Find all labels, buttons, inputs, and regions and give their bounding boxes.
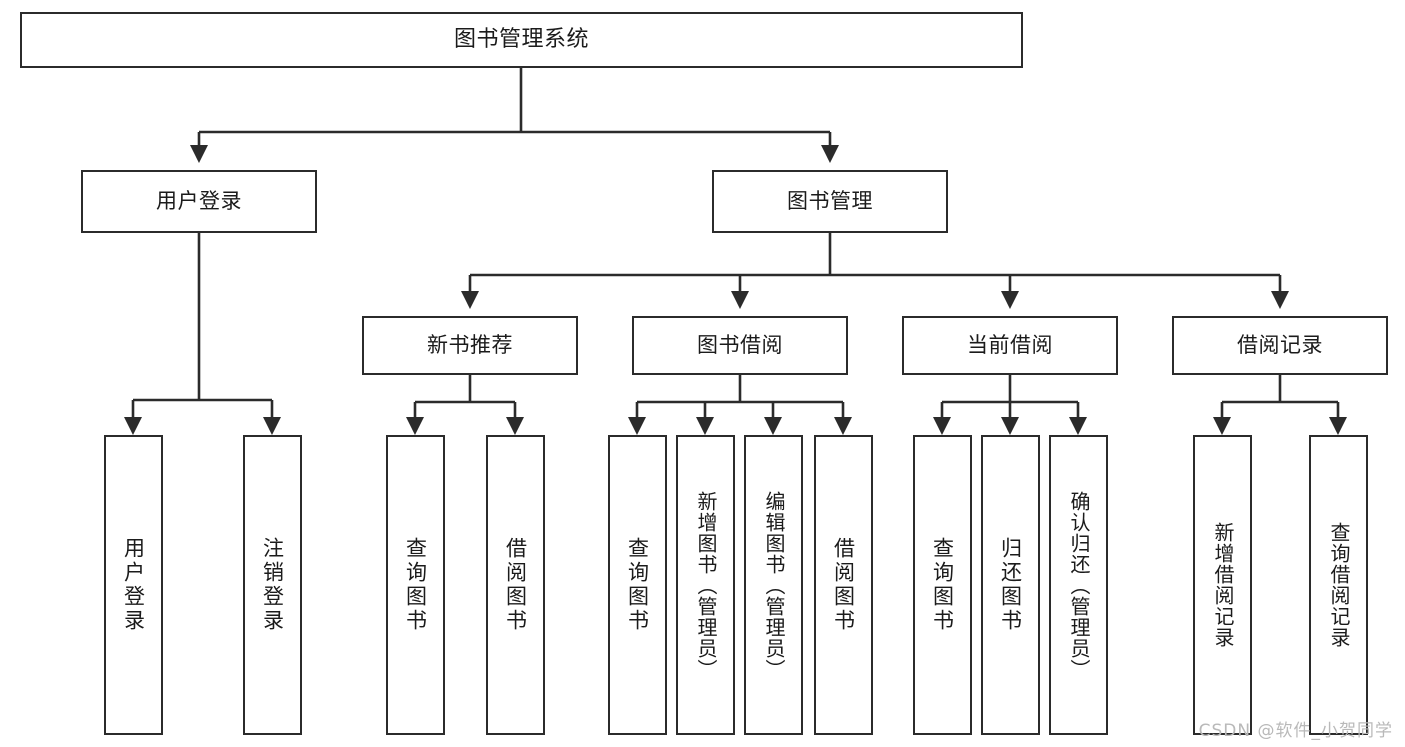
node-label: 图书管理系统	[453, 27, 589, 53]
leaf-confirm-return-admin[interactable]: 确认归还（管理员）	[1049, 435, 1108, 735]
node-borrow-records[interactable]: 借阅记录	[1172, 316, 1388, 375]
node-label: 确认归还（管理员）	[1067, 490, 1091, 680]
node-current-borrowing[interactable]: 当前借阅	[902, 316, 1118, 375]
node-label: 注销登录	[260, 537, 285, 633]
node-user-login[interactable]: 用户登录	[81, 170, 317, 233]
leaf-user-login[interactable]: 用户登录	[104, 435, 163, 735]
node-book-management[interactable]: 图书管理	[712, 170, 948, 233]
node-label: 借阅记录	[1237, 333, 1323, 358]
node-label: 用户登录	[121, 537, 146, 633]
node-label: 新书推荐	[427, 333, 513, 358]
leaf-borrow-book-borrowing[interactable]: 借阅图书	[814, 435, 873, 735]
node-label: 查询图书	[625, 537, 650, 633]
csdn-watermark: CSDN @软件_小贺同学	[1198, 721, 1393, 741]
leaf-borrow-book-recommendation[interactable]: 借阅图书	[486, 435, 545, 735]
node-label: 当前借阅	[967, 333, 1053, 358]
leaf-query-book-recommendation[interactable]: 查询图书	[386, 435, 445, 735]
node-label: 新增图书（管理员）	[694, 490, 718, 680]
node-book-borrowing[interactable]: 图书借阅	[632, 316, 848, 375]
node-label: 归还图书	[998, 537, 1023, 633]
node-label: 借阅图书	[503, 537, 528, 633]
node-label: 查询图书	[930, 537, 955, 633]
node-label: 查询借阅记录	[1327, 522, 1351, 648]
node-label: 用户登录	[156, 189, 242, 214]
leaf-query-book-current[interactable]: 查询图书	[913, 435, 972, 735]
node-root-system[interactable]: 图书管理系统	[20, 12, 1023, 68]
leaf-user-logout[interactable]: 注销登录	[243, 435, 302, 735]
node-label: 新增借阅记录	[1211, 522, 1235, 648]
leaf-add-borrow-record[interactable]: 新增借阅记录	[1193, 435, 1252, 735]
leaf-return-book[interactable]: 归还图书	[981, 435, 1040, 735]
leaf-edit-book-admin[interactable]: 编辑图书（管理员）	[744, 435, 803, 735]
node-label: 借阅图书	[831, 537, 856, 633]
node-label: 图书管理	[787, 189, 873, 214]
node-label: 图书借阅	[697, 333, 783, 358]
node-label: 查询图书	[403, 537, 428, 633]
node-label: 编辑图书（管理员）	[762, 490, 786, 680]
node-new-book-recommendation[interactable]: 新书推荐	[362, 316, 578, 375]
leaf-add-book-admin[interactable]: 新增图书（管理员）	[676, 435, 735, 735]
leaf-query-book-borrowing[interactable]: 查询图书	[608, 435, 667, 735]
leaf-query-borrow-record[interactable]: 查询借阅记录	[1309, 435, 1368, 735]
